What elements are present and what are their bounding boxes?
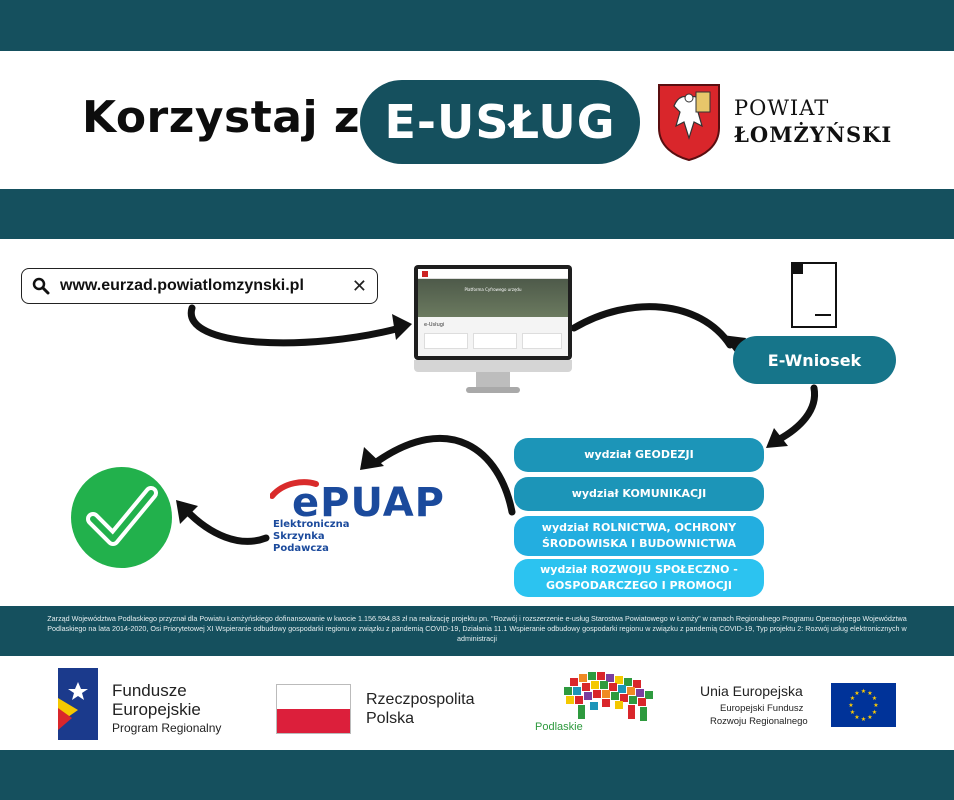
brand-line-2: ŁOMŻYŃSKI bbox=[734, 122, 893, 147]
epuap-logo-text: ePUAP bbox=[292, 480, 445, 526]
department-pill: wydział ROZWOJU SPOŁECZNO -GOSPODARCZEGO… bbox=[514, 559, 764, 597]
epuap-logo: ePUAP bbox=[270, 479, 445, 526]
svg-text:★: ★ bbox=[867, 714, 872, 721]
svg-text:★: ★ bbox=[873, 702, 878, 709]
e-wniosek-pill: E-Wniosek bbox=[733, 336, 896, 384]
esp-line-2: Skrzynka bbox=[273, 531, 325, 542]
ue-line-3: Rozwoju Regionalnego bbox=[710, 716, 808, 727]
brand-line-1: POWIAT bbox=[734, 96, 830, 120]
svg-text:★: ★ bbox=[854, 690, 859, 697]
svg-text:★: ★ bbox=[850, 695, 855, 702]
top-band bbox=[0, 0, 954, 51]
fe-line-1: Fundusze bbox=[112, 681, 187, 700]
header-bottom-band bbox=[0, 189, 954, 239]
headline: Korzystaj z bbox=[82, 92, 360, 143]
svg-text:★: ★ bbox=[867, 690, 872, 697]
funding-note: Zarząd Województwa Podlaskiego przyznał … bbox=[47, 614, 907, 643]
powiat-crest-icon bbox=[658, 84, 720, 162]
department-pill: wydział ROLNICTWA, OCHRONY ŚRODOWISKA I … bbox=[514, 516, 764, 556]
fe-line-2: Europejskie bbox=[112, 700, 201, 719]
svg-text:★: ★ bbox=[861, 688, 866, 695]
fundusze-europejskie-icon bbox=[58, 668, 98, 740]
ue-line-1: Unia Europejska bbox=[700, 683, 803, 699]
svg-text:★: ★ bbox=[861, 716, 866, 723]
url-text: www.eurzad.powiatlomzynski.pl bbox=[60, 277, 304, 294]
funding-band bbox=[0, 606, 954, 656]
svg-text:★: ★ bbox=[848, 702, 853, 709]
svg-text:★: ★ bbox=[854, 714, 859, 721]
svg-text:★: ★ bbox=[850, 709, 855, 716]
close-icon[interactable]: ✕ bbox=[351, 275, 367, 297]
monitor-illustration: Platforma Cyfrowego urzędu e-Usługi bbox=[414, 265, 572, 393]
esp-label: Elektroniczna Skrzynka Podawcza bbox=[273, 519, 349, 555]
bottom-band bbox=[0, 750, 954, 800]
search-icon bbox=[32, 277, 50, 295]
rp-line-2: Polska bbox=[366, 710, 415, 727]
poland-flag-icon bbox=[276, 684, 351, 734]
url-bar[interactable]: www.eurzad.powiatlomzynski.pl ✕ bbox=[21, 268, 378, 304]
ue-line-2: Europejski Fundusz bbox=[720, 703, 804, 714]
podlaskie-label: Podlaskie bbox=[535, 721, 583, 733]
screen-section: e-Usługi bbox=[424, 322, 445, 328]
department-pill: wydział GEODEZJI bbox=[514, 438, 764, 472]
e-uslug-badge: E-USŁUG bbox=[360, 80, 640, 164]
svg-text:★: ★ bbox=[872, 709, 877, 716]
monitor-screen: Platforma Cyfrowego urzędu e-Usługi bbox=[414, 265, 572, 360]
rp-line-1: Rzeczpospolita bbox=[366, 691, 475, 708]
esp-line-3: Podawcza bbox=[273, 543, 329, 554]
esp-line-1: Elektroniczna bbox=[273, 519, 350, 530]
podlaskie-bison-icon bbox=[564, 672, 653, 721]
department-pill: wydział KOMUNIKACJI bbox=[514, 477, 764, 511]
fe-line-3: Program Regionalny bbox=[112, 721, 222, 735]
check-circle-icon bbox=[71, 467, 172, 568]
svg-text:★: ★ bbox=[872, 695, 877, 702]
eu-flag-icon: ★★★ ★★★ ★★★ ★★★ bbox=[831, 683, 896, 727]
screen-title: Platforma Cyfrowego urzędu bbox=[464, 287, 522, 292]
document-icon bbox=[791, 262, 837, 328]
